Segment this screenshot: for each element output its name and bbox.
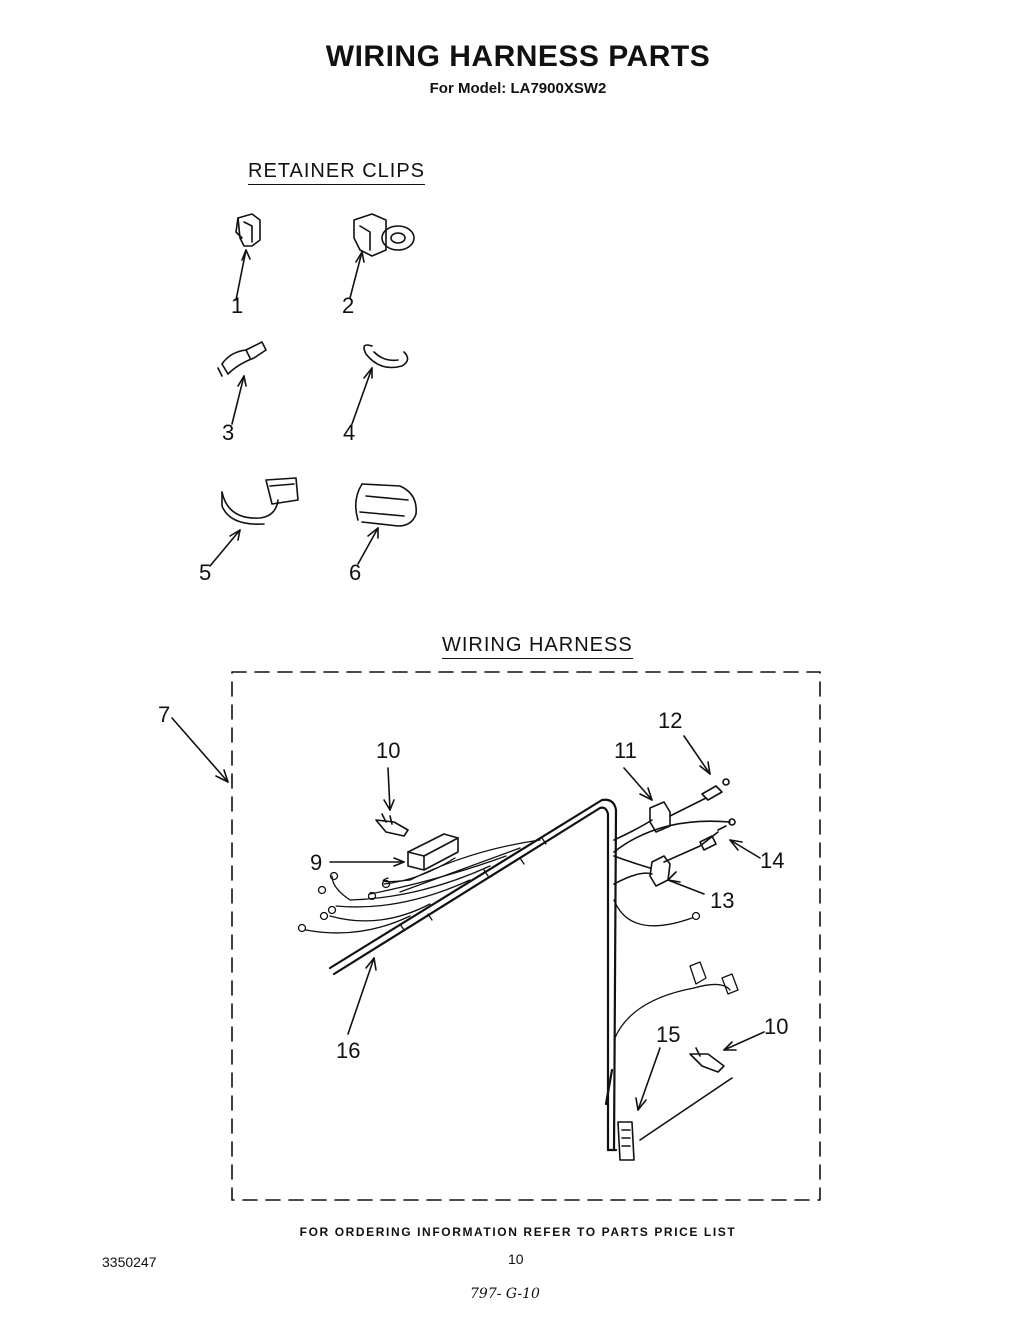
wiring-harness-trunk-drawing xyxy=(328,798,618,1152)
callout-3: 3 xyxy=(222,420,235,445)
connector-12-drawing xyxy=(683,735,730,801)
callout-5: 5 xyxy=(199,560,212,585)
connector-11-drawing xyxy=(613,767,707,841)
callout-6: 6 xyxy=(349,560,362,585)
harness-branch-wires-left xyxy=(297,837,547,934)
leader-16 xyxy=(347,957,377,1035)
leader-7 xyxy=(171,717,229,783)
callout-16: 16 xyxy=(336,1038,361,1063)
handwritten-note: 797- G-10 xyxy=(470,1286,540,1302)
page-title: WIRING HARNESS PARTS xyxy=(325,40,711,73)
callout-11: 11 xyxy=(614,738,637,763)
section-heading-retainer-clips: RETAINER CLIPS xyxy=(248,160,425,185)
ordering-note: FOR ORDERING INFORMATION REFER TO PARTS … xyxy=(299,1225,737,1239)
callout-10-upper: 10 xyxy=(376,738,401,763)
terminal-10-upper-drawing xyxy=(375,767,409,837)
callout-10-lower: 10 xyxy=(764,1014,789,1039)
callout-9: 9 xyxy=(310,850,323,875)
callout-13: 13 xyxy=(710,888,735,913)
callout-14: 14 xyxy=(760,848,785,873)
callout-12: 12 xyxy=(658,708,683,733)
connector-13-drawing xyxy=(613,855,705,895)
callout-2: 2 xyxy=(342,293,355,318)
callout-7: 7 xyxy=(158,702,171,727)
wiring-harness-frame xyxy=(231,671,821,1201)
retainer-clip-2-drawing xyxy=(349,213,415,299)
retainer-clip-3-drawing xyxy=(217,341,267,425)
connector-15-drawing xyxy=(617,1047,661,1161)
connector-block-9-drawing xyxy=(329,833,459,871)
callout-4: 4 xyxy=(343,420,356,445)
document-number: 3350247 xyxy=(102,1254,157,1270)
retainer-clip-6-drawing xyxy=(354,483,417,565)
section-heading-wiring-harness: WIRING HARNESS xyxy=(442,634,633,659)
harness-branch-wires-right xyxy=(613,899,739,1041)
terminal-10-lower-drawing xyxy=(639,1031,765,1141)
retainer-clip-4-drawing xyxy=(351,344,409,425)
model-subtitle: For Model: LA7900XSW2 xyxy=(429,80,607,97)
wire-14-drawing xyxy=(613,818,761,863)
page-number: 10 xyxy=(508,1251,524,1267)
retainer-clip-5-drawing xyxy=(209,477,299,567)
callout-15: 15 xyxy=(656,1022,681,1047)
retainer-clip-1-drawing xyxy=(235,213,261,301)
callout-1: 1 xyxy=(231,293,244,318)
